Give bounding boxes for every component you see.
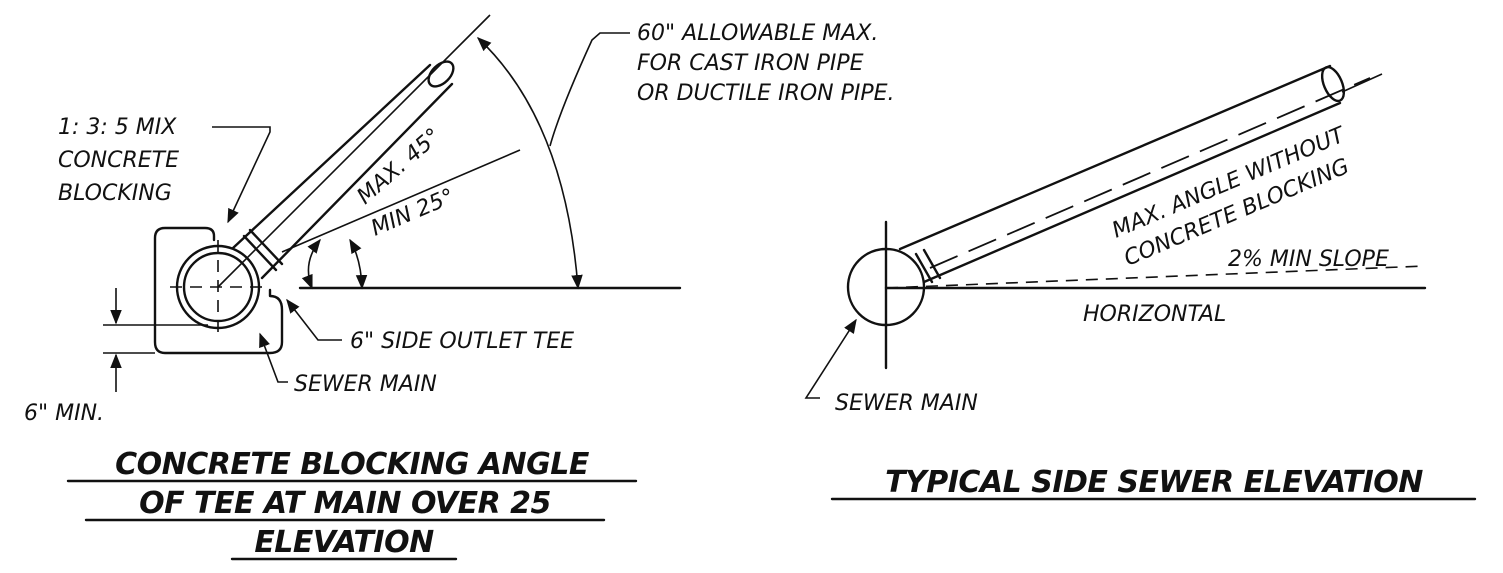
side-sewer-pipe [898,64,1383,284]
allowable-max-arc [476,37,583,290]
min-clearance-dimension [103,288,208,392]
left-sewer-main-label: SEWER MAIN [294,372,437,397]
concrete-blocking-pad [153,226,284,355]
left-detail: 60" ALLOWABLE MAX. FOR CAST IRON PIPE OR… [24,14,895,561]
cast-iron-note-line2: FOR CAST IRON PIPE [637,51,864,76]
right-sewer-main-label: SEWER MAIN [835,391,978,416]
min-angle-arc [349,238,368,290]
horizontal-label: HORIZONTAL [1083,302,1226,327]
max-angle-arc [301,238,321,290]
left-title-line1: CONCRETE BLOCKING ANGLE [115,447,590,482]
right-sewer-main-leader [804,318,857,399]
mix-note-line1: 1: 3: 5 MIX [58,115,177,140]
outlet-tee-leader [286,298,342,341]
right-detail: MAX. ANGLE WITHOUT CONCRETE BLOCKING 2% … [804,64,1477,501]
min-clearance-label: 6" MIN. [24,401,104,426]
left-title-line3: ELEVATION [254,525,434,560]
sewer-main-leader [259,332,288,383]
min-slope-label: 2% MIN SLOPE [1228,247,1389,272]
mix-leader [212,126,271,224]
cast-iron-leader [549,32,630,147]
right-title: TYPICAL SIDE SEWER ELEVATION [885,465,1423,500]
cast-iron-note-line3: OR DUCTILE IRON PIPE. [637,81,895,106]
mix-note-line2: CONCRETE [58,148,179,173]
cast-iron-note-line1: 60" ALLOWABLE MAX. [637,21,878,46]
tee-outlet-pipe [217,14,491,288]
left-title-line2: OF TEE AT MAIN OVER 25 [139,486,551,521]
outlet-tee-label: 6" SIDE OUTLET TEE [350,329,574,354]
mix-note-line3: BLOCKING [58,181,172,206]
min-slope-line [885,265,1426,289]
